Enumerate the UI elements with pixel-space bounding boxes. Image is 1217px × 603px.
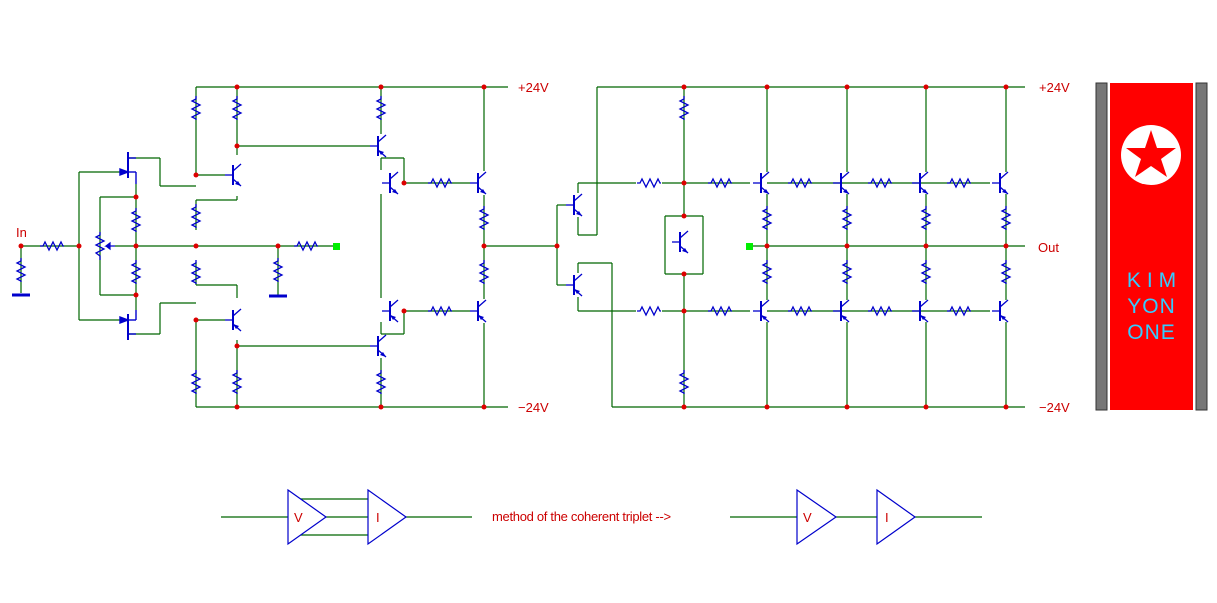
triplet-diagram-left — [221, 488, 472, 546]
right-transistors — [565, 171, 1009, 323]
plus-rail-left-label: +24V — [518, 80, 549, 95]
right-resistors — [636, 95, 1011, 395]
potentiometer — [94, 232, 115, 260]
junction-nodes — [18, 84, 1009, 410]
minus-rail-right-label: −24V — [1039, 400, 1070, 415]
ground-symbols — [12, 293, 287, 298]
probe-marker-right — [746, 243, 753, 250]
left-stage-wires — [20, 86, 557, 408]
triplet-diagram-right — [730, 488, 982, 546]
plus-rail-right-label: +24V — [1039, 80, 1070, 95]
probe-marker-left — [333, 243, 340, 250]
input-label: In — [16, 225, 27, 240]
triplet-left-v-label: V — [294, 510, 303, 525]
right-stage-wires — [556, 86, 1025, 408]
kim-yon-one-banner — [1095, 82, 1208, 411]
triplet-right-v-label: V — [803, 510, 812, 525]
banner-line-2: YON — [1127, 295, 1176, 318]
banner-line-3: ONE — [1127, 321, 1176, 344]
caption-text: method of the coherent triplet --> — [492, 509, 671, 524]
minus-rail-left-label: −24V — [518, 400, 549, 415]
banner-text: KIM YON ONE — [1110, 268, 1193, 346]
left-resistors — [16, 95, 489, 395]
banner-line-1: KIM — [1126, 269, 1183, 292]
input-jfets — [119, 152, 137, 340]
triplet-right-i-label: I — [885, 510, 889, 525]
output-label: Out — [1038, 240, 1059, 255]
triplet-left-i-label: I — [376, 510, 380, 525]
